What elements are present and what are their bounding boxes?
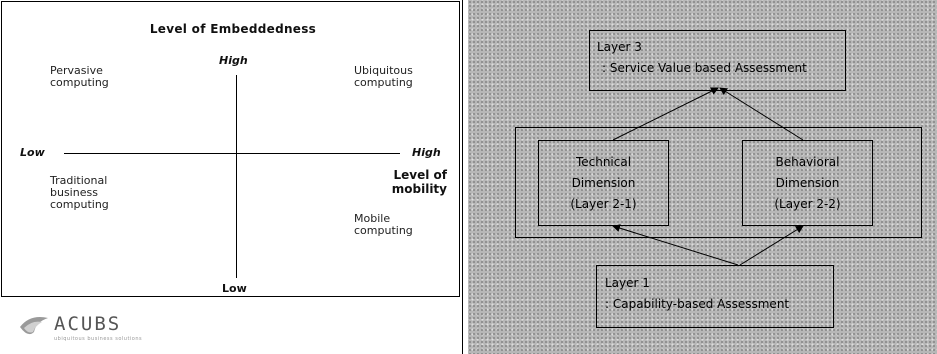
connector-arrows xyxy=(612,87,804,266)
layer3-box: Layer 3 : Service Value based Assessment xyxy=(589,30,846,91)
quadrant-pervasive-computing: Pervasive computing xyxy=(50,64,109,89)
technical-line2: Dimension xyxy=(571,176,636,190)
layer1-box: Layer 1 : Capability-based Assessment xyxy=(596,265,834,328)
behavioral-dimension-box: Behavioral Dimension (Layer 2-2) xyxy=(742,140,873,226)
arrow-layer1-to-behavioral xyxy=(739,225,804,266)
logo-mark-icon xyxy=(20,317,48,335)
behavioral-line3: (Layer 2-2) xyxy=(774,197,841,211)
technical-dimension-box: Technical Dimension (Layer 2-1) xyxy=(538,140,669,226)
x-axis-low-label: Low xyxy=(20,146,45,159)
logo-tagline: ubiquitous business solutions xyxy=(54,336,143,342)
logo: ACUBS ubiquitous business solutions xyxy=(18,310,218,346)
vertical-axis-line xyxy=(236,75,237,278)
behavioral-line2: Dimension xyxy=(775,176,840,190)
quadrant-ubiquitous-computing: Ubiquitous computing xyxy=(354,64,413,89)
assessment-layers-diagram: Layer 3 : Service Value based Assessment… xyxy=(468,0,937,354)
layer2-container-box xyxy=(515,127,922,238)
diagram-title: Level of Embeddedness xyxy=(149,22,317,36)
quadrant-traditional-business-computing: Traditional business computing xyxy=(50,174,109,211)
layer3-description: : Service Value based Assessment xyxy=(602,61,807,75)
technical-line3: (Layer 2-1) xyxy=(570,197,637,211)
logo-wordmark: ACUBS xyxy=(54,313,122,335)
layer3-title: Layer 3 xyxy=(597,40,642,54)
layer1-description: : Capability-based Assessment xyxy=(605,297,790,311)
x-axis-high-label: High xyxy=(412,146,441,159)
arrow-behavioral-to-layer3 xyxy=(719,87,804,141)
layer1-title: Layer 1 xyxy=(605,276,650,290)
behavioral-line1: Behavioral xyxy=(775,155,840,169)
horizontal-axis-line xyxy=(64,153,400,154)
y-axis-low-label: Low xyxy=(222,282,247,295)
quadrant-mobile-computing: Mobile computing xyxy=(354,212,413,237)
technical-line1: Technical xyxy=(575,155,632,169)
arrow-technical-to-layer3 xyxy=(612,87,719,141)
y-axis-high-label: High xyxy=(219,54,248,67)
diagram-frame: Level of Embeddedness Pervasive computin… xyxy=(1,1,460,297)
embeddedness-mobility-diagram: Level of Embeddedness Pervasive computin… xyxy=(0,0,463,354)
arrow-layer1-to-technical xyxy=(612,224,739,266)
x-axis-title: Level of mobility xyxy=(391,168,447,196)
